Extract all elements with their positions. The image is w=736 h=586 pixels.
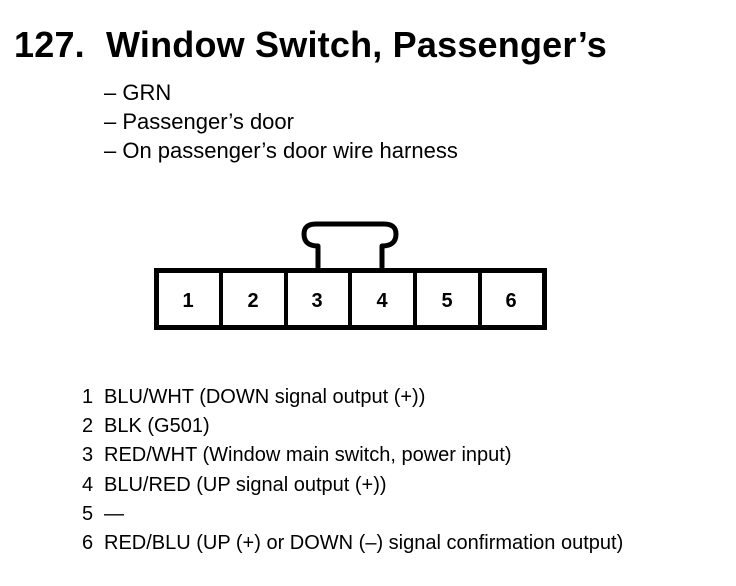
title-text: Window Switch, Passenger’s [106,24,607,65]
pin-row: 2 BLK (G501) [82,412,623,441]
pin-number: 6 [82,532,94,555]
pin-label-2: 2 [247,290,258,312]
pin-number: 4 [82,473,94,496]
info-location: – Passenger’s door [104,109,294,134]
pin-number: 1 [82,386,94,408]
pin-row: 5— [82,500,623,529]
connector-latch [301,221,399,269]
pin-desc: RED/BLU (UP (+) or DOWN (–) signal confi… [104,532,624,555]
page-title: 127. Window Switch, Passenger’s [14,24,607,66]
pin-number: 2 [82,415,94,438]
pin-number: 3 [82,444,94,467]
pin-number: 5 [82,502,94,525]
pin-label-1: 1 [182,290,193,312]
pin-desc: — [104,502,124,525]
pin-row: 4 BLU/RED (UP signal output (+)) [82,471,623,500]
pin-row: 1 BLU/WHT (DOWN signal output (+)) [82,383,623,412]
pin-desc: BLU/WHT (DOWN signal output (+)) [104,386,426,408]
pin-desc: BLU/RED (UP signal output (+)) [104,473,387,496]
pin-label-4: 4 [376,290,388,312]
pin-label-5: 5 [441,290,452,312]
info-harness: – On passenger’s door wire harness [104,138,458,163]
pin-desc: BLK (G501) [104,415,210,438]
pin-description-list: 1 BLU/WHT (DOWN signal output (+)) 2 BLK (… [82,383,623,558]
info-color: – GRN [104,80,172,105]
pin-label-6: 6 [505,290,516,312]
title-number: 127. [14,24,85,65]
pin-row: 3 RED/WHT (Window main switch, power inpu… [82,441,623,470]
connector-info: – GRN – Passenger’s door – On passenger’… [104,78,458,165]
pin-row: 6 RED/BLU (UP (+) or DOWN (–) signal conf… [82,529,623,558]
pin-label-3: 3 [311,290,322,312]
pin-desc: RED/WHT (Window main switch, power input… [104,444,512,467]
